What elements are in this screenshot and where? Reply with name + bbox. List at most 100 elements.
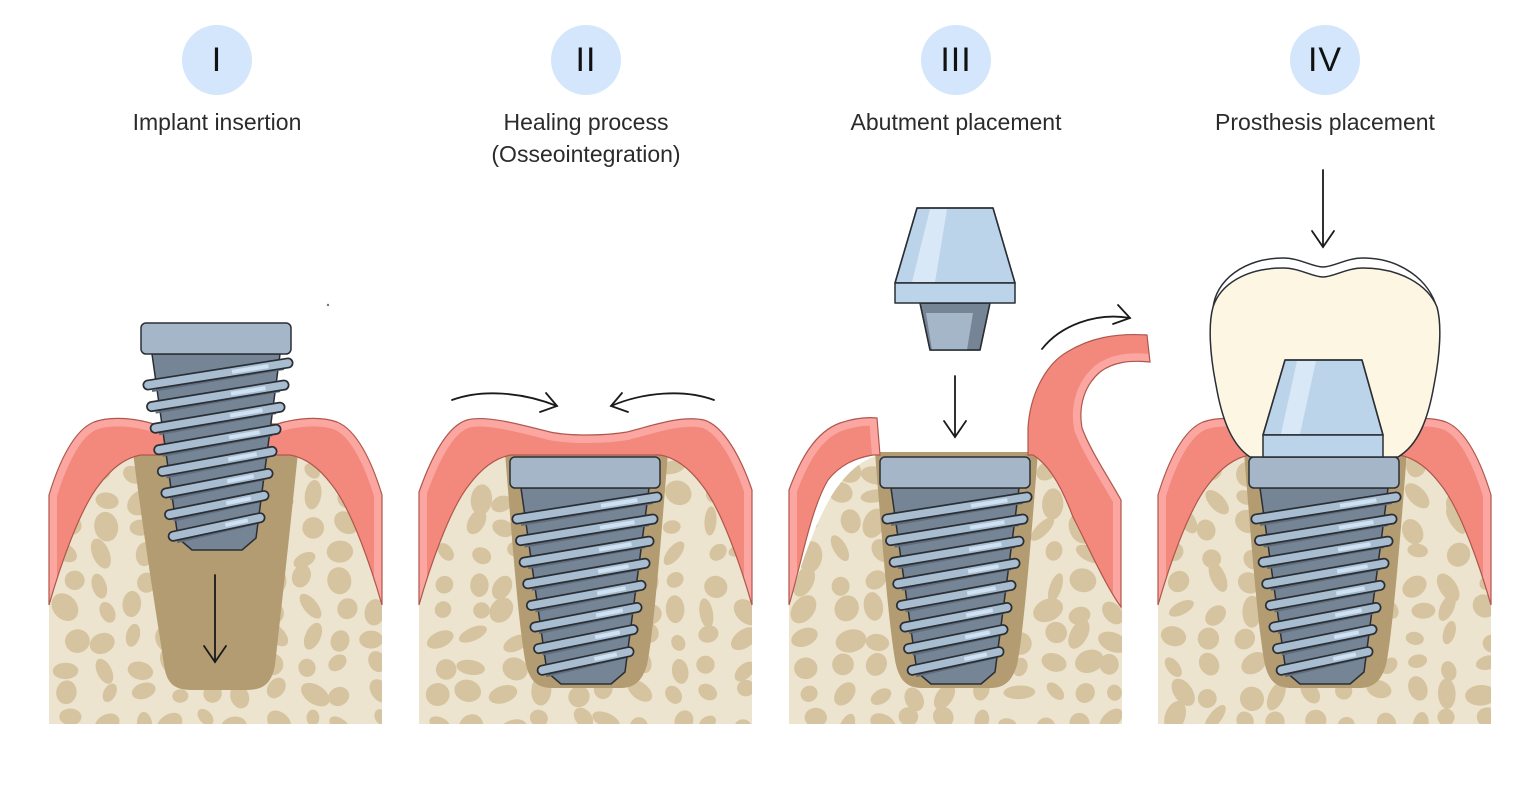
bone-spot <box>791 627 818 647</box>
bone-spot <box>156 712 183 724</box>
bone-spot <box>293 551 316 569</box>
bone-spot <box>303 622 323 650</box>
bone-spot <box>1442 620 1456 645</box>
abutment <box>894 207 1016 351</box>
step-1-numeral: I <box>211 40 223 79</box>
bone-spot <box>974 709 990 724</box>
step-4-numeral-badge: IV <box>1290 25 1360 95</box>
bone-spot <box>1102 601 1122 625</box>
bone-spot <box>65 629 90 653</box>
bone-spot <box>834 682 856 706</box>
gum-outline <box>1157 417 1492 606</box>
bone-spot <box>865 652 888 676</box>
implant-thread-highlight <box>595 608 624 618</box>
step-4-title: Prosthesis placement <box>1215 109 1435 135</box>
abutment-cone-highlight <box>912 209 947 282</box>
arrow-curve <box>610 392 715 407</box>
step-4-numeral: IV <box>1307 40 1343 79</box>
bone-spot <box>698 683 718 701</box>
bone-spot <box>136 711 153 724</box>
bone-spot <box>1075 683 1095 703</box>
bone-spot <box>298 658 316 677</box>
bone-spot <box>1003 685 1036 700</box>
bone-spot <box>1171 678 1195 706</box>
arrow-curve <box>451 392 558 407</box>
bone-spot <box>172 689 189 703</box>
bone-spot <box>627 680 653 702</box>
bone-spot <box>870 713 896 724</box>
bone-spot <box>696 655 715 674</box>
bone-spot <box>1436 573 1460 602</box>
implant-thread-highlight <box>1337 542 1371 552</box>
implant-thread-highlight <box>968 542 1002 552</box>
implant-thread-shadow <box>151 368 285 392</box>
arrow-head <box>1112 304 1132 325</box>
bone-spot <box>1167 570 1190 593</box>
bone-spot <box>300 682 330 707</box>
bone-spot <box>1446 542 1471 567</box>
bone-spot <box>1111 457 1122 480</box>
implant-thread-highlight <box>594 630 621 640</box>
bone-spot <box>1099 708 1122 724</box>
implant-thread-highlight <box>224 518 249 528</box>
implant-cap <box>1248 456 1400 489</box>
implant-thread-highlight <box>229 408 263 418</box>
implant-thread-highlight <box>1339 498 1377 508</box>
bone-spot <box>568 685 590 708</box>
bone-spot <box>794 657 818 680</box>
bone-spot <box>56 680 77 705</box>
implant-thread-highlight <box>963 652 988 662</box>
bone-spot <box>456 659 485 676</box>
step-4-header: IV Prosthesis placement <box>1135 25 1515 138</box>
bone-spot <box>1412 712 1429 724</box>
bone-spot <box>91 573 108 599</box>
abutment-cone-highlight <box>1281 361 1316 434</box>
bone-spot <box>95 658 114 684</box>
panel-prosthesis-placement <box>1157 169 1492 724</box>
bone-spot <box>1437 708 1455 724</box>
step-2-header: II Healing process (Osseointegration) <box>396 25 776 170</box>
bone-spot <box>1265 711 1285 724</box>
step-1-title: Implant insertion <box>132 109 302 135</box>
implant-thread-highlight <box>596 586 627 596</box>
bone-spot <box>267 710 292 724</box>
implant-thread-highlight <box>970 498 1008 508</box>
arrow-curve <box>1041 315 1131 350</box>
bone-spot <box>291 564 311 588</box>
bone-spot <box>1241 652 1267 675</box>
gum-retraction-arrow-icon <box>1041 304 1132 350</box>
implant-thread-highlight <box>225 496 252 506</box>
implant-cap <box>879 456 1031 489</box>
implant-thread-highlight <box>226 474 255 484</box>
bone-spot <box>665 595 685 624</box>
implant-thread-highlight <box>965 608 994 618</box>
implant <box>509 456 663 685</box>
bone-spot <box>426 630 454 649</box>
bone-spot <box>125 623 141 647</box>
bone-spot <box>374 709 382 724</box>
bone-spot <box>435 575 454 594</box>
bone-spot <box>1033 598 1064 623</box>
step-2-numeral-badge: II <box>551 25 621 95</box>
bone-spot <box>1437 678 1456 709</box>
bone-spot <box>1404 483 1430 509</box>
implant <box>879 456 1033 685</box>
bone-spot <box>337 598 358 620</box>
bone-spot <box>662 520 681 534</box>
bone-spot <box>434 601 452 618</box>
bone-spot <box>904 687 924 712</box>
insertion-direction-arrow-icon <box>203 574 227 664</box>
implant-thread-highlight <box>231 364 269 374</box>
panel-implant-insertion <box>48 303 383 724</box>
bone-spot <box>1408 676 1428 701</box>
bone-spot <box>1047 573 1064 603</box>
bone-spot <box>730 627 752 651</box>
bone-spot <box>865 633 890 652</box>
bone-spot <box>834 595 859 622</box>
bone-spot <box>458 714 484 724</box>
bone-spot <box>364 599 382 626</box>
bone-spot <box>435 659 457 680</box>
implant-thread-highlight <box>969 520 1005 530</box>
bone-spot <box>831 576 850 596</box>
bone-spot <box>932 706 954 724</box>
